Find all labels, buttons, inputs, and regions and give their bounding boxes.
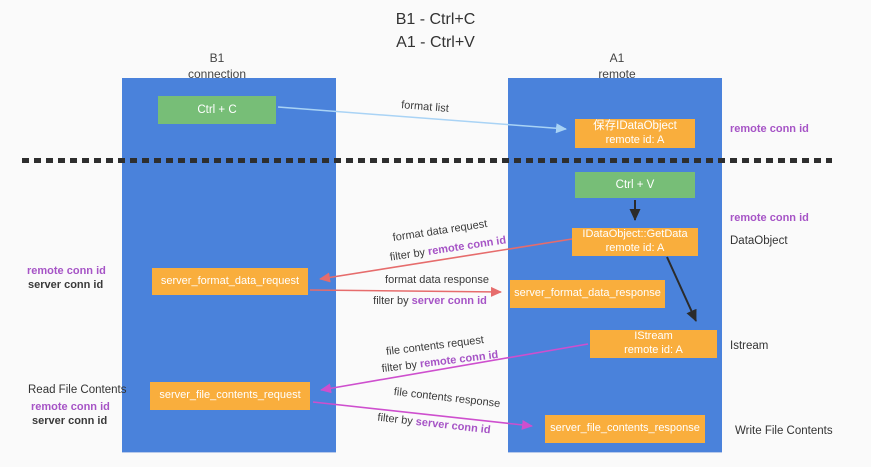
label-format-list: format list bbox=[400, 99, 450, 115]
label-file-contents-response: file contents response bbox=[393, 385, 501, 411]
node-save-idataobject: 保存IDataObject remote id: A bbox=[575, 119, 695, 148]
node-server-file-contents-response: server_file_contents_response bbox=[545, 415, 705, 443]
filter-by-text: filter by bbox=[373, 295, 412, 307]
lane-header-a1: A1 remote bbox=[508, 51, 726, 82]
remote-conn-id-text: remote conn id bbox=[427, 234, 507, 258]
diagram-title: B1 - Ctrl+C A1 - Ctrl+V bbox=[0, 8, 871, 54]
node-save-idataobject-line2: remote id: A bbox=[605, 133, 665, 146]
node-idataobject-getdata-line2: remote id: A bbox=[605, 242, 665, 254]
node-istream-line2: remote id: A bbox=[624, 344, 683, 356]
annotation-left-remote-conn-id: remote conn id bbox=[27, 265, 106, 277]
phase-separator-line bbox=[22, 158, 832, 163]
filter-by-text: filter by bbox=[381, 358, 421, 376]
filter-by-text: filter by bbox=[376, 411, 417, 428]
annotation-remote-conn-id-top: remote conn id bbox=[730, 123, 809, 135]
annotation-read-file-contents: Read File Contents bbox=[28, 384, 127, 396]
lane-a1-name: A1 bbox=[609, 51, 625, 65]
node-server-format-data-response: server_format_data_response bbox=[510, 280, 665, 308]
node-save-idataobject-line1: 保存IDataObject bbox=[593, 120, 677, 133]
node-ctrl-c: Ctrl + C bbox=[158, 96, 276, 124]
node-server-format-data-request: server_format_data_request bbox=[152, 268, 308, 295]
node-server-file-contents-request: server_file_contents_request bbox=[150, 382, 310, 410]
node-ctrl-v: Ctrl + V bbox=[575, 172, 695, 198]
node-idataobject-getdata: IDataObject::GetData remote id: A bbox=[572, 228, 698, 256]
title-line-1: B1 - Ctrl+C bbox=[395, 11, 476, 28]
label-file-contents-response-filter: filter by server conn id bbox=[377, 412, 491, 437]
annotation-remote-conn-id-mid: remote conn id bbox=[730, 212, 809, 224]
server-conn-id-text: server conn id bbox=[411, 295, 487, 307]
annotation-write-file-contents: Write File Contents bbox=[735, 425, 833, 437]
node-idataobject-getdata-line1: IDataObject::GetData bbox=[582, 228, 688, 241]
filter-by-text: filter by bbox=[389, 246, 429, 264]
lane-header-b1: B1 connection bbox=[122, 51, 312, 82]
annotation-left-server-conn-id: server conn id bbox=[28, 279, 104, 291]
label-format-data-response: format data response bbox=[385, 274, 489, 286]
title-line-2: A1 - Ctrl+V bbox=[396, 34, 475, 52]
lane-a1-subtitle: remote bbox=[598, 66, 636, 81]
server-conn-id-text: server conn id bbox=[415, 415, 492, 437]
lane-b1-name: B1 bbox=[209, 51, 225, 65]
annotation-dataobject: DataObject bbox=[730, 235, 788, 247]
annotation-left-bottom-remote-conn-id: remote conn id bbox=[31, 401, 110, 413]
lane-b1-subtitle: connection bbox=[187, 66, 247, 81]
annotation-left-bottom-server-conn-id: server conn id bbox=[32, 415, 108, 427]
annotation-istream: Istream bbox=[730, 340, 769, 352]
node-istream: IStream remote id: A bbox=[590, 330, 717, 358]
label-format-data-response-filter: filter by server conn id bbox=[373, 295, 487, 307]
arrow-format-data-response bbox=[309, 286, 502, 297]
node-istream-line1: IStream bbox=[634, 330, 673, 343]
